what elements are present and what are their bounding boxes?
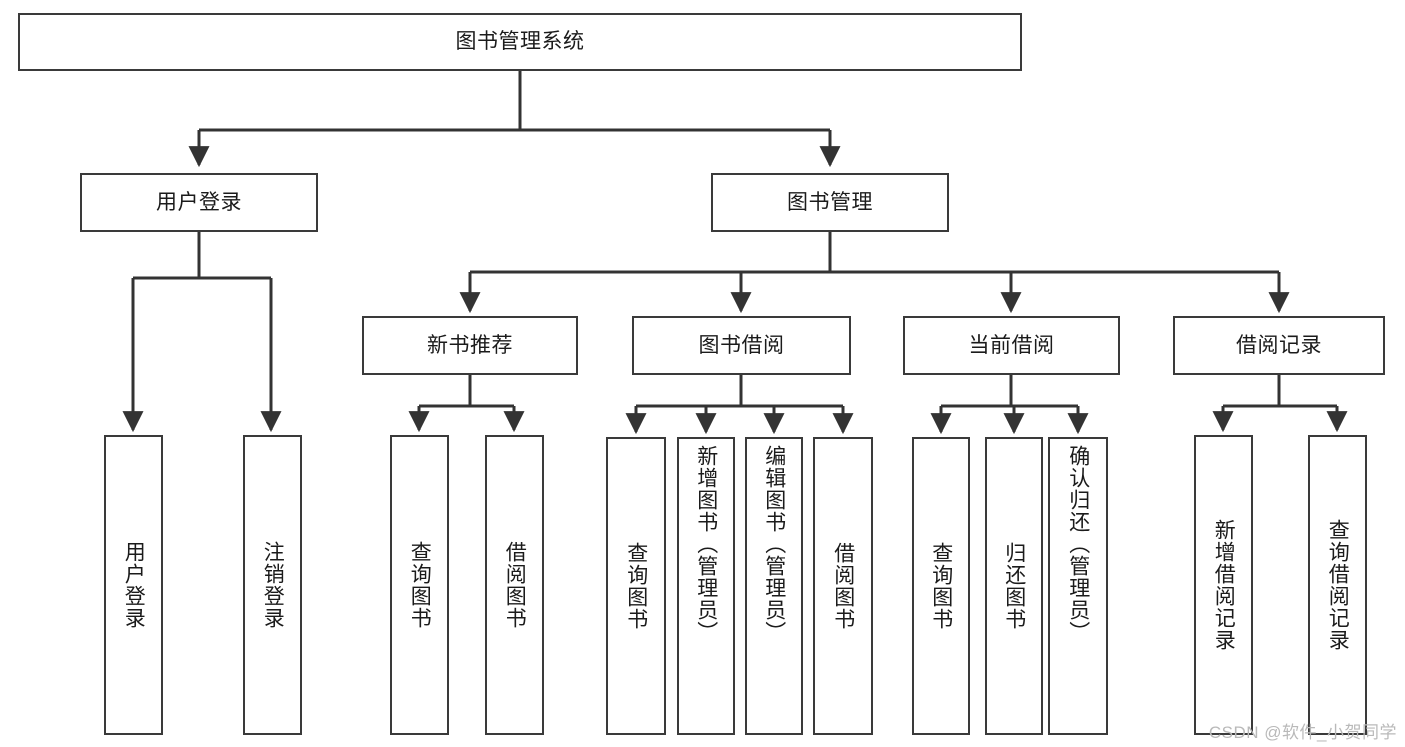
node-label: 查询图书 [929,542,953,630]
leaf-confirm-return-admin[interactable]: 确认归还（管理员） [1048,437,1108,735]
leaf-query-book-recommend[interactable]: 查询图书 [390,435,449,735]
node-label: 图书借阅 [698,333,785,357]
leaf-borrow-book-recommend[interactable]: 借阅图书 [485,435,544,735]
leaf-user-login[interactable]: 用户登录 [104,435,163,735]
leaf-query-book-borrow[interactable]: 查询图书 [606,437,666,735]
node-user-login[interactable]: 用户登录 [80,173,318,232]
leaf-query-book-current[interactable]: 查询图书 [912,437,970,735]
node-label: 新增图书（管理员） [694,445,718,643]
node-root-library-management-system[interactable]: 图书管理系统 [18,13,1022,71]
node-book-borrow[interactable]: 图书借阅 [632,316,851,375]
node-label: 查询图书 [408,541,432,629]
node-new-book-recommend[interactable]: 新书推荐 [362,316,578,375]
node-current-borrow[interactable]: 当前借阅 [903,316,1120,375]
leaf-add-borrow-record[interactable]: 新增借阅记录 [1194,435,1253,735]
node-label: 编辑图书（管理员） [762,445,786,643]
leaf-add-book-admin[interactable]: 新增图书（管理员） [677,437,735,735]
node-label: 注销登录 [261,541,285,629]
node-label: 查询借阅记录 [1326,519,1350,651]
node-label: 用户登录 [122,541,146,629]
node-label: 新书推荐 [427,333,513,357]
node-label: 确认归还（管理员） [1066,445,1090,643]
node-label: 图书管理系统 [455,30,585,54]
node-label: 用户登录 [156,190,242,214]
leaf-return-book[interactable]: 归还图书 [985,437,1043,735]
node-label: 借阅图书 [831,542,855,630]
leaf-edit-book-admin[interactable]: 编辑图书（管理员） [745,437,803,735]
node-label: 借阅图书 [503,541,527,629]
node-label: 查询图书 [624,542,648,630]
node-label: 当前借阅 [968,333,1055,357]
node-book-management[interactable]: 图书管理 [711,173,949,232]
node-label: 归还图书 [1002,542,1026,630]
node-label: 图书管理 [787,190,873,214]
leaf-logout-login[interactable]: 注销登录 [243,435,302,735]
node-label: 借阅记录 [1236,333,1322,357]
leaf-query-borrow-record[interactable]: 查询借阅记录 [1308,435,1367,735]
node-borrow-record[interactable]: 借阅记录 [1173,316,1385,375]
watermark: CSDN @软件_小贺同学 [1208,723,1397,742]
leaf-borrow-book[interactable]: 借阅图书 [813,437,873,735]
node-label: 新增借阅记录 [1212,519,1236,651]
